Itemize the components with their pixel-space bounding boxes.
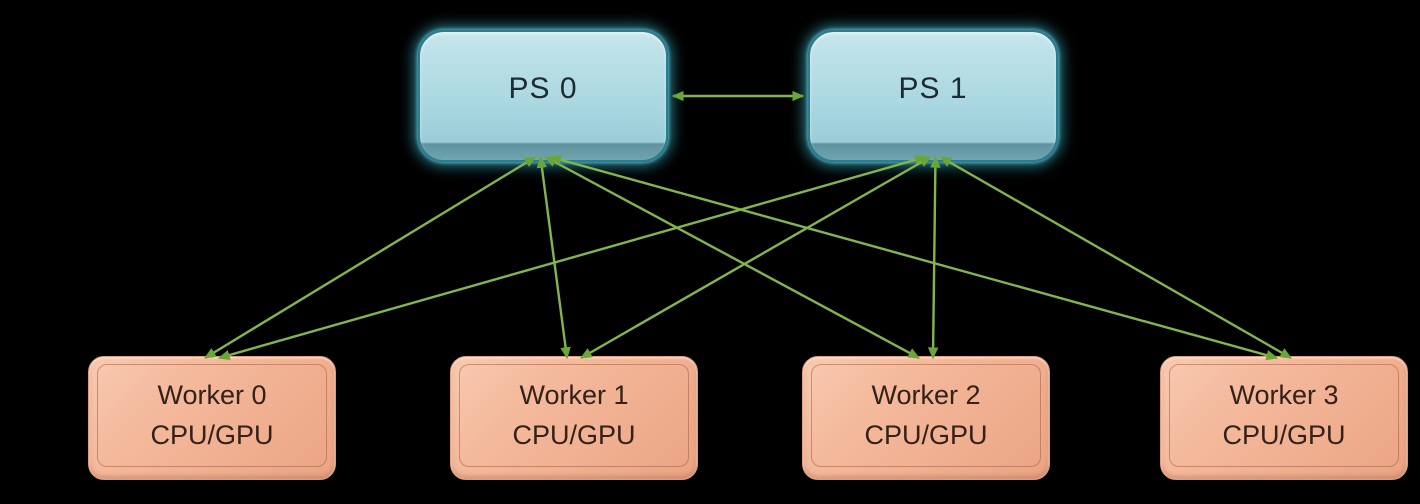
worker1-panel: Worker 1 CPU/GPU — [459, 364, 689, 467]
worker0-title: Worker 0 — [157, 380, 267, 411]
worker3-panel: Worker 3 CPU/GPU — [1169, 364, 1399, 467]
worker1-title: Worker 1 — [519, 380, 629, 411]
worker2-subtitle: CPU/GPU — [864, 419, 988, 450]
worker2-title: Worker 2 — [871, 380, 981, 411]
node-ps1: PS 1 — [808, 30, 1058, 162]
ps1-label: PS 1 — [898, 72, 968, 105]
edge-ps1-worker0 — [217, 154, 927, 361]
node-worker2: Worker 2 CPU/GPU — [802, 356, 1050, 480]
node-worker0: Worker 0 CPU/GPU — [88, 356, 336, 480]
worker3-subtitle: CPU/GPU — [1222, 419, 1346, 450]
edge-ps0-worker1 — [536, 155, 571, 360]
node-worker1: Worker 1 CPU/GPU — [450, 356, 698, 480]
worker0-subtitle: CPU/GPU — [150, 419, 274, 450]
node-ps0: PS 0 — [418, 30, 668, 162]
node-worker3: Worker 3 CPU/GPU — [1160, 356, 1408, 480]
edge-ps1-worker1 — [579, 155, 932, 360]
ps0-label: PS 0 — [508, 72, 578, 105]
edge-ps1-worker2 — [927, 155, 941, 360]
edge-ps0-worker0 — [203, 155, 537, 360]
worker3-title: Worker 3 — [1229, 380, 1339, 411]
worker1-subtitle: CPU/GPU — [512, 419, 636, 450]
worker0-panel: Worker 0 CPU/GPU — [97, 364, 327, 467]
worker2-panel: Worker 2 CPU/GPU — [811, 364, 1041, 467]
edge-ps0-worker2 — [544, 155, 921, 360]
edge-ps0-worker3 — [549, 154, 1279, 361]
edge-ps1-worker3 — [939, 155, 1293, 360]
